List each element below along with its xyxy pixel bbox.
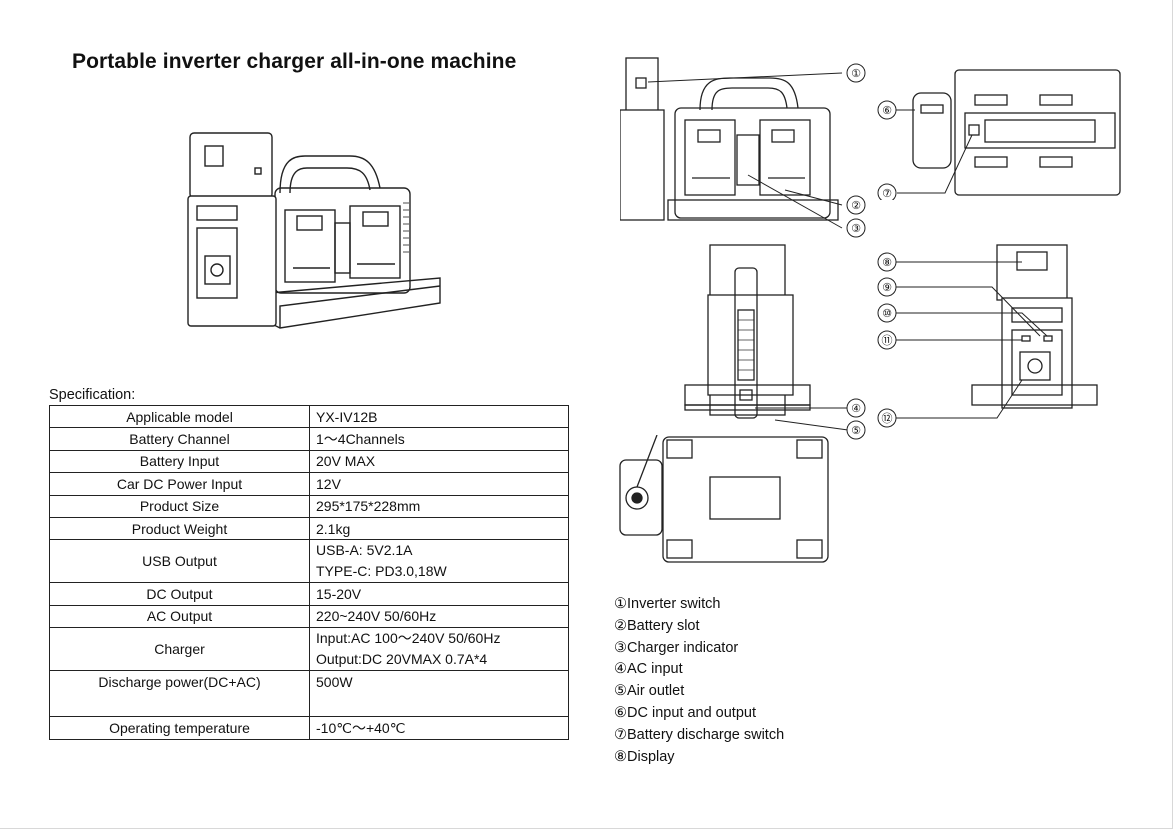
legend-item: ⑧Display	[614, 748, 675, 765]
spec-value: 20V MAX	[309, 449, 569, 474]
callout-9: ⑨	[882, 281, 892, 294]
product-perspective-illustration	[187, 132, 441, 329]
callout-2: ②	[851, 199, 861, 212]
specification-label: Specification:	[49, 387, 136, 403]
spec-key: AC Output	[49, 604, 310, 629]
spec-value: 12V	[309, 472, 569, 496]
callout-4: ④	[851, 402, 861, 415]
legend-item: ⑤Air outlet	[614, 683, 685, 700]
spec-key: Battery Input	[49, 449, 310, 474]
callout-7: ⑦	[882, 187, 892, 200]
top-view-diagram: ① ② ③	[620, 57, 866, 238]
callout-12: ⑫	[882, 412, 893, 425]
table-row: Operating temperature-10℃～+40℃	[49, 716, 569, 740]
spec-key: DC Output	[49, 582, 310, 606]
spec-value-line: Input:AC 100～240V 50/60Hz	[316, 630, 501, 647]
legend-item: ②Battery slot	[614, 617, 700, 634]
spec-value: 1～4Channels	[309, 427, 569, 451]
spec-value: YX-IV12B	[309, 404, 569, 429]
spec-value: 220~240V 50/60Hz	[309, 604, 569, 629]
callout-8: ⑧	[882, 256, 892, 269]
legend-item: ③Charger indicator	[614, 639, 739, 656]
callout-6: ⑥	[882, 104, 892, 117]
spec-value-line: USB-A: 5V2.1A	[316, 542, 413, 559]
spec-value: 500W	[309, 670, 569, 718]
bottom-view-diagram	[619, 435, 829, 563]
spec-key: Charger	[49, 627, 310, 672]
callout-10: ⑩	[882, 307, 892, 320]
spec-key: Applicable model	[49, 404, 310, 429]
legend-item: ⑦Battery discharge switch	[614, 726, 785, 743]
legend-item: ①Inverter switch	[614, 596, 721, 612]
spec-value-line: Output:DC 20VMAX 0.7A*4	[316, 651, 488, 668]
spec-key: Product Weight	[49, 516, 310, 541]
callout-legend: ①Inverter switch ②Battery slot ③Charger …	[614, 594, 784, 768]
spec-key: Discharge power(DC+AC)	[49, 670, 310, 718]
table-row: Discharge power(DC+AC)500W	[49, 670, 569, 718]
spec-value: USB-A: 5V2.1A TYPE-C: PD3.0,18W	[309, 539, 569, 584]
callout-1: ①	[851, 67, 861, 80]
back-view-diagram: ④ ⑤	[684, 244, 866, 440]
spec-value: 15-20V	[309, 582, 569, 606]
callout-3: ③	[851, 222, 861, 235]
legend-item: ⑥DC input and output	[614, 704, 756, 721]
front-view-diagram: ⑧ ⑨ ⑩ ⑪ ⑫	[877, 244, 1098, 428]
spec-key: Car DC Power Input	[49, 472, 310, 496]
spec-key: Battery Channel	[49, 427, 310, 451]
spec-value: 295*175*228mm	[309, 494, 569, 518]
spec-key: USB Output	[49, 539, 310, 584]
spec-key: Operating temperature	[49, 716, 310, 740]
spec-value: 2.1kg	[309, 516, 569, 541]
page-title: Portable inverter charger all-in-one mac…	[72, 50, 517, 73]
spec-key: Product Size	[49, 494, 310, 518]
table-row: USB Output USB-A: 5V2.1A TYPE-C: PD3.0,18W	[49, 539, 569, 584]
spec-value: -10℃～+40℃	[309, 716, 569, 740]
callout-11: ⑪	[882, 334, 893, 347]
legend-item: ④AC input	[614, 661, 683, 678]
callout-5: ⑤	[851, 424, 861, 437]
spec-value-line: TYPE-C: PD3.0,18W	[316, 563, 447, 580]
side-view-diagram: ⑥ ⑦	[877, 69, 1121, 200]
